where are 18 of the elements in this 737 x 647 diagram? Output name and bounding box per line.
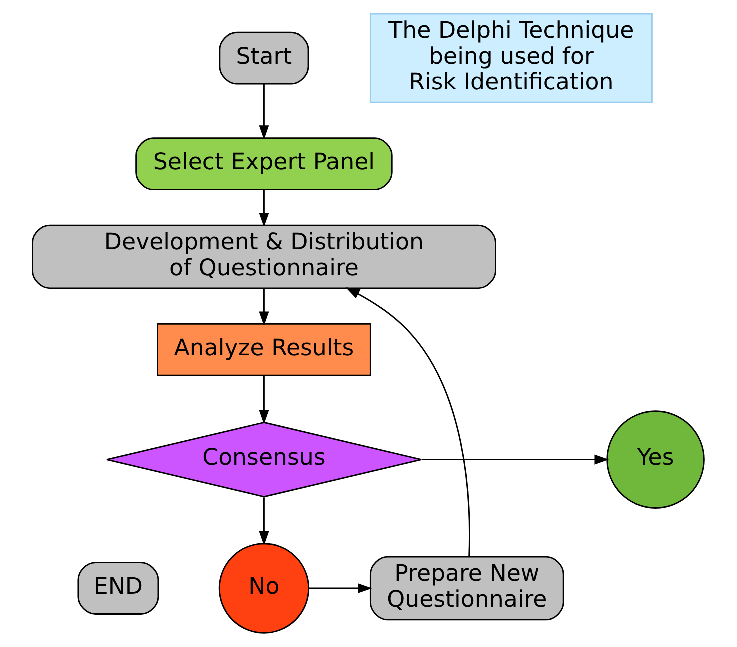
node-box: Development & Distribution of Questionnaire bbox=[32, 224, 496, 290]
node-box: END bbox=[78, 562, 160, 615]
arrow bbox=[259, 84, 270, 140]
node-box: The Delphi Technique being used for Risk Identification bbox=[370, 13, 653, 104]
node-circle: No bbox=[218, 543, 310, 634]
node-circle: Yes bbox=[606, 410, 705, 509]
arrow bbox=[259, 190, 270, 228]
node-box: Prepare New Questionnaire bbox=[370, 556, 564, 621]
node-box: Select Expert Panel bbox=[136, 138, 393, 191]
arrow bbox=[346, 288, 470, 557]
arrow bbox=[259, 498, 270, 546]
arrow bbox=[259, 376, 270, 425]
node-box: Start bbox=[219, 32, 310, 85]
arrow bbox=[309, 584, 372, 594]
node-diamond: Consensus bbox=[106, 422, 422, 498]
node-box: Analyze Results bbox=[157, 323, 372, 376]
arrow bbox=[422, 454, 610, 465]
arrow bbox=[259, 288, 270, 326]
